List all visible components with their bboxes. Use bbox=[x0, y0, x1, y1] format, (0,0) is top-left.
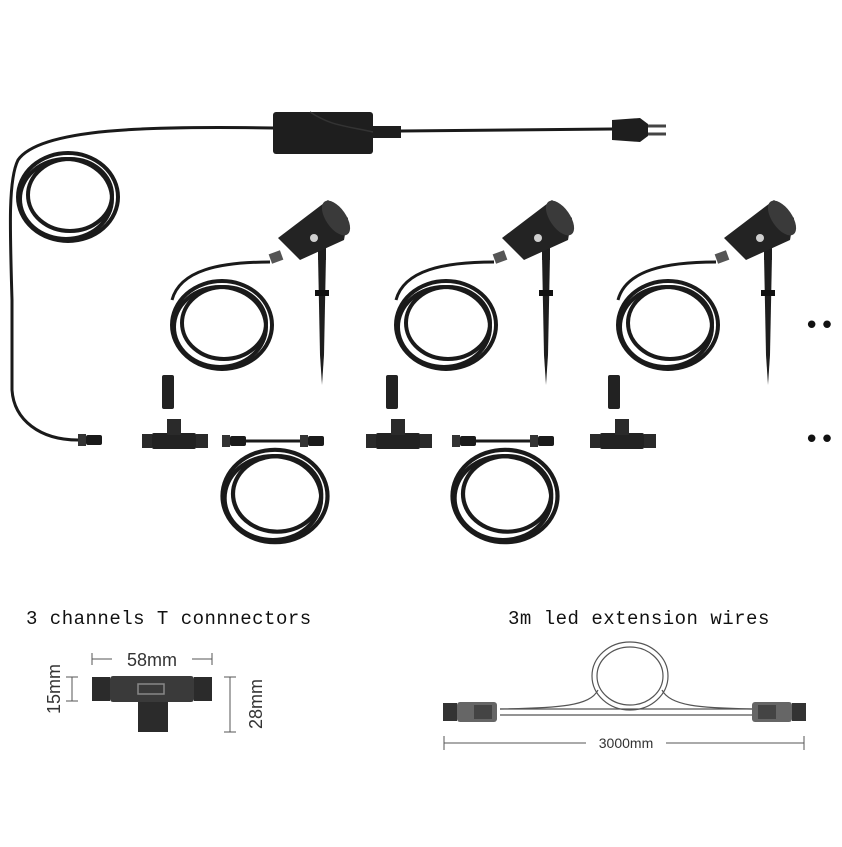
t-height-small-dimension: 15mm bbox=[44, 664, 64, 714]
wire-length-dimension: 3000mm bbox=[599, 735, 653, 751]
main-cable bbox=[8, 125, 274, 446]
t-connector-3 bbox=[590, 419, 656, 449]
t-connector-2 bbox=[366, 419, 432, 449]
power-adapter bbox=[273, 111, 666, 154]
extension-wire-1 bbox=[222, 435, 328, 542]
lamp-assembly-1 bbox=[162, 195, 356, 409]
t-connector-caption: 3 channels T connnectors bbox=[26, 608, 312, 630]
extension-wire-dimension-drawing: 3000mm bbox=[443, 641, 806, 752]
continuation-dots-upper: •• bbox=[804, 311, 835, 341]
lamp-assembly-2 bbox=[386, 195, 580, 409]
extension-wire-2 bbox=[452, 435, 558, 542]
t-connector-dimension-drawing: 58mm 15mm 28mm bbox=[44, 648, 266, 733]
t-connector-1 bbox=[142, 419, 208, 449]
continuation-dots-lower: •• bbox=[804, 425, 835, 455]
t-height-large-dimension: 28mm bbox=[246, 679, 266, 729]
extension-wire-caption: 3m led extension wires bbox=[508, 608, 770, 630]
t-width-dimension: 58mm bbox=[127, 650, 177, 670]
lamp-assembly-3 bbox=[608, 195, 802, 409]
